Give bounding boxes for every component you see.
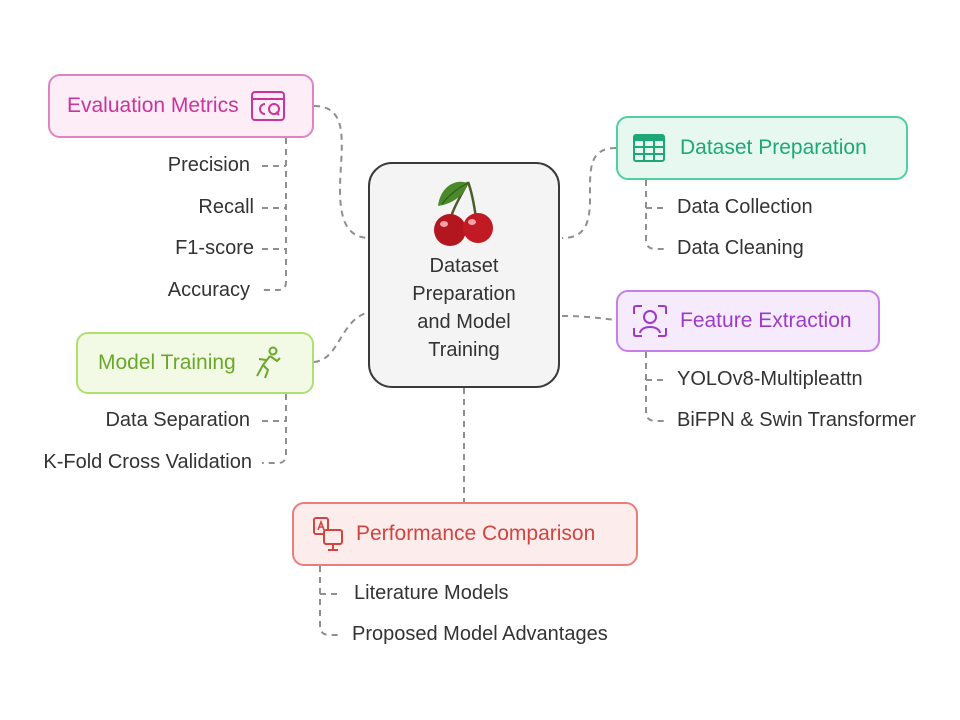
model-training-node: Model Training	[76, 332, 314, 394]
feature-extraction-node: Feature Extraction	[616, 290, 880, 352]
table-grid-icon	[632, 133, 666, 163]
leaf-f1-score: F1-score	[175, 237, 254, 259]
leaf-yolov8-multipleattn: YOLOv8-Multipleattn	[677, 368, 863, 390]
center-node: Dataset Preparation and Model Training	[368, 162, 560, 388]
performance-comparison-node: Performance Comparison	[292, 502, 638, 566]
leaf-proposed-model-advantages: Proposed Model Advantages	[352, 623, 608, 645]
evaluation-metrics-node: Evaluation Metrics	[48, 74, 314, 138]
leaf-bifpn-swin: BiFPN & Swin Transformer	[677, 409, 916, 431]
face-scan-icon	[632, 304, 668, 338]
dataset-preparation-node: Dataset Preparation	[616, 116, 908, 180]
feature-extraction-label: Feature Extraction	[680, 309, 852, 332]
leaf-recall: Recall	[198, 196, 254, 218]
running-person-icon	[252, 346, 282, 380]
dataset-preparation-label: Dataset Preparation	[680, 136, 867, 159]
leaf-data-collection: Data Collection	[677, 196, 813, 218]
metrics-cq-icon	[250, 90, 286, 122]
leaf-data-separation: Data Separation	[105, 409, 250, 431]
evaluation-metrics-label: Evaluation Metrics	[67, 94, 239, 117]
leaf-k-fold: K-Fold Cross Validation	[43, 451, 252, 473]
compare-devices-icon	[312, 516, 344, 552]
performance-comparison-label: Performance Comparison	[356, 522, 596, 545]
leaf-precision: Precision	[167, 154, 250, 176]
leaf-accuracy: Accuracy	[167, 279, 250, 301]
leaf-data-cleaning: Data Cleaning	[677, 237, 804, 259]
model-training-label: Model Training	[98, 351, 236, 374]
cherry-icon	[434, 181, 493, 246]
leaf-literature-models: Literature Models	[354, 582, 509, 604]
center-title: Dataset Preparation and Model Training	[412, 255, 516, 361]
